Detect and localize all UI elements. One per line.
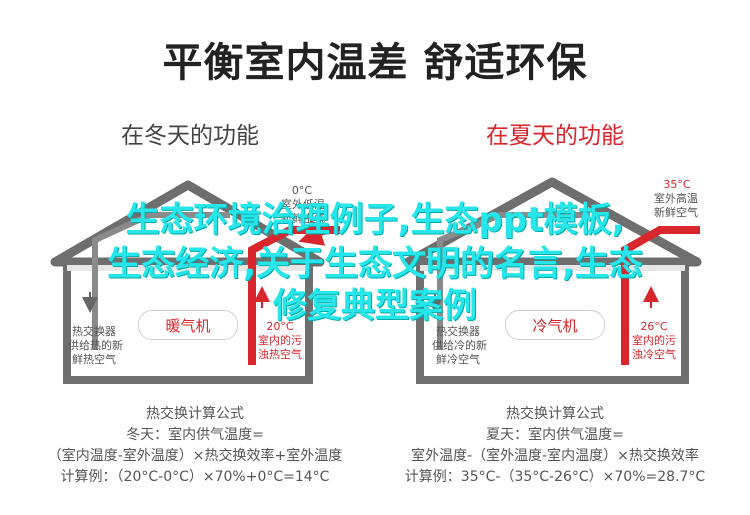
summer-outdoor-temp: 35°C (663, 178, 691, 191)
winter-formula-line-1: 冬天：室内供气温度= (126, 427, 264, 443)
summer-outdoor-label-2: 新鲜空气 (654, 206, 698, 219)
winter-exhaust-label-3: 鲜热空气 (72, 353, 116, 366)
winter-outdoor-label-1: 室外低温 (281, 198, 325, 211)
summer-outdoor-label-1: 室外高温 (654, 192, 698, 205)
summer-grey-duct (437, 212, 590, 350)
winter-outdoor-temp: 0°C (291, 184, 313, 197)
summer-formula-line-1: 夏天：室内供气温度= (486, 427, 624, 443)
winter-exhaust-label-2: 供给热的新 (68, 339, 123, 352)
summer-exhaust-label-2: 供给冷的新 (432, 339, 487, 352)
summer-formula-line-2: 室外温度-（室外温度-室内温度）×热交换效率 (411, 448, 699, 464)
winter-formula-line-3: 计算例：（20°C-0°C）×70%+0°C=14°C (60, 469, 330, 485)
summer-heading: 在夏天的功能 (486, 123, 624, 149)
summer-exhaust-label-3: 鲜冷空气 (436, 353, 480, 366)
summer-indoor-label-1: 室内的污 (632, 334, 676, 347)
winter-formula-line-2: （室内温度-室外温度）×热交换效率+室外温度 (47, 448, 343, 464)
summer-exhaust-label-1: 热交换器 (436, 325, 480, 338)
winter-grey-duct (92, 212, 230, 350)
summer-formula-title: 热交换计算公式 (506, 406, 604, 422)
winter-exhaust-label-1: 热交换器 (72, 325, 116, 338)
cooler-unit: 冷气机 (505, 310, 605, 340)
winter-indoor-temp: 20°C (266, 320, 294, 333)
summer-red-duct (621, 226, 700, 365)
heater-unit: 暖气机 (138, 310, 238, 340)
summer-indoor-temp: 26°C (640, 320, 668, 333)
winter-outdoor-label-2: 新鲜空气 (281, 212, 325, 225)
overlay-line-3: 修复典型案例 (273, 286, 477, 326)
summer-formula: 热交换计算公式 夏天：室内供气温度= 室外温度-（室外温度-室内温度）×热交换效… (385, 404, 725, 488)
winter-formula-title: 热交换计算公式 (146, 406, 244, 422)
winter-house (50, 180, 340, 384)
summer-formula-line-3: 计算例：35°C-（35°C-26°C）×70%=28.7°C (404, 469, 706, 485)
winter-heading: 在冬天的功能 (121, 123, 259, 149)
winter-indoor-label-2: 浊热空气 (258, 348, 302, 361)
summer-indoor-label-2: 浊冷空气 (632, 348, 676, 361)
overlay-line-2: 生态经济,关于生态文明的名言,生态 (107, 244, 643, 284)
page-title: 平衡室内温差 舒适环保 (162, 40, 588, 86)
winter-formula: 热交换计算公式 冬天：室内供气温度= （室内温度-室外温度）×热交换效率+室外温… (30, 404, 360, 488)
overlay-line-1: 生态环境治理例子,生态ppt模板, (125, 200, 625, 240)
winter-indoor-label-1: 室内的污 (258, 334, 302, 347)
